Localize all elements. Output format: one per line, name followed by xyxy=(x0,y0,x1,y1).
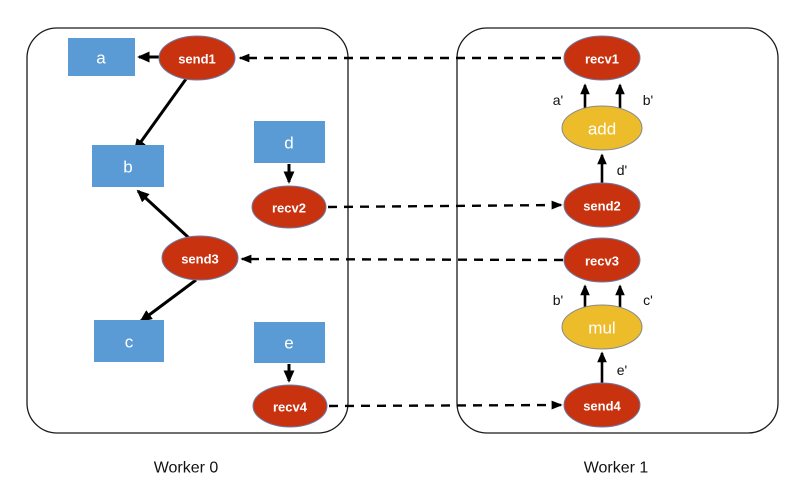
node-recv2-label: recv2 xyxy=(272,201,306,216)
worker1-caption: Worker 1 xyxy=(584,460,649,477)
node-send4-ellipse[interactable] xyxy=(563,382,641,428)
node-a-box[interactable] xyxy=(68,38,135,76)
node-a-label: a xyxy=(96,49,106,68)
node-send3-label: send3 xyxy=(181,252,219,267)
node-send3-ellipse[interactable] xyxy=(161,235,239,281)
node-mul[interactable]: mul xyxy=(561,304,643,350)
node-recv1-ellipse[interactable] xyxy=(563,35,641,81)
node-send4[interactable]: send4 xyxy=(563,382,641,428)
node-recv2-ellipse[interactable] xyxy=(251,185,327,229)
node-e-box[interactable] xyxy=(254,322,325,363)
node-add[interactable]: add xyxy=(561,105,643,151)
node-recv4[interactable]: recv4 xyxy=(252,384,328,428)
edge-send3-to-b xyxy=(136,189,191,240)
edge-label-a-prime: a' xyxy=(553,92,563,108)
edge-labels: a' b' d' b' c' e' xyxy=(553,92,653,378)
worker0-caption: Worker 0 xyxy=(154,460,219,477)
node-send1[interactable]: send1 xyxy=(158,35,236,81)
node-c-label: c xyxy=(125,333,134,352)
node-add-ellipse[interactable] xyxy=(561,105,643,151)
cross-worker-edges xyxy=(238,53,564,410)
node-send4-label: send4 xyxy=(583,399,621,414)
edge-label-c-prime: c' xyxy=(643,292,653,308)
edge-label-b-prime-add: b' xyxy=(643,92,653,108)
worker1-panel-border xyxy=(456,27,779,434)
node-e-label: e xyxy=(284,334,293,353)
node-recv4-label: recv4 xyxy=(273,400,308,415)
node-send2-label: send2 xyxy=(583,199,621,214)
edge-label-b-prime-mul: b' xyxy=(553,292,563,308)
edge-recv2-to-send2 xyxy=(327,200,563,210)
edge-send3-to-c xyxy=(139,278,197,323)
node-send3[interactable]: send3 xyxy=(161,235,239,281)
node-recv2[interactable]: recv2 xyxy=(251,185,327,229)
edge-label-e-prime: e' xyxy=(617,362,627,378)
worker0-edges xyxy=(133,51,295,383)
edge-label-d-prime: d' xyxy=(617,162,627,178)
node-a[interactable]: a xyxy=(68,38,135,76)
node-d-box[interactable] xyxy=(254,121,325,163)
node-c[interactable]: c xyxy=(94,320,164,362)
node-add-label: add xyxy=(588,120,616,139)
edge-recv4-to-send4 xyxy=(328,400,563,410)
node-recv1[interactable]: recv1 xyxy=(563,35,641,81)
node-send2-ellipse[interactable] xyxy=(563,182,641,228)
node-d[interactable]: d xyxy=(254,121,325,163)
node-b-label: b xyxy=(123,158,132,177)
node-send1-label: send1 xyxy=(178,52,216,67)
edge-send1-to-b xyxy=(133,78,188,152)
node-mul-ellipse[interactable] xyxy=(561,304,643,350)
edge-recv3-to-send3 xyxy=(240,254,564,264)
node-mul-label: mul xyxy=(588,319,615,338)
node-e[interactable]: e xyxy=(254,322,325,363)
node-recv4-ellipse[interactable] xyxy=(252,384,328,428)
node-recv3-label: recv3 xyxy=(585,254,619,269)
worker0-panel-border xyxy=(26,27,349,434)
node-b-box[interactable] xyxy=(92,145,164,187)
node-d-label: d xyxy=(284,134,293,153)
node-send2[interactable]: send2 xyxy=(563,182,641,228)
node-b[interactable]: b xyxy=(92,145,164,187)
node-recv3-ellipse[interactable] xyxy=(563,237,641,283)
node-recv1-label: recv1 xyxy=(585,52,619,67)
worker0-panel xyxy=(26,27,349,434)
node-send1-ellipse[interactable] xyxy=(158,35,236,81)
node-recv3[interactable]: recv3 xyxy=(563,237,641,283)
worker1-edges xyxy=(580,83,625,384)
node-c-box[interactable] xyxy=(94,320,164,362)
worker1-panel xyxy=(456,27,779,434)
